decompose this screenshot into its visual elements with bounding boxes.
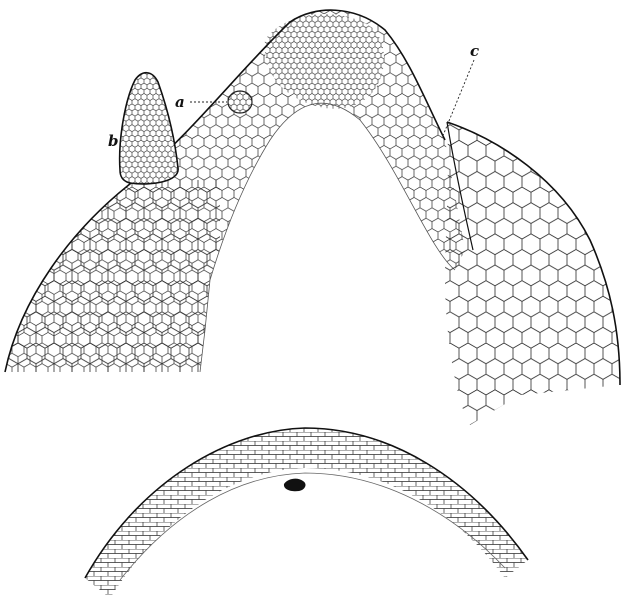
label-c: c	[470, 42, 479, 60]
left-arch-tissue	[0, 0, 470, 380]
lower-section	[80, 420, 540, 605]
right-lobe	[440, 110, 625, 430]
body-b	[115, 65, 185, 190]
upper-section: a b c	[0, 0, 625, 430]
label-a: a	[175, 93, 185, 111]
label-b: b	[108, 132, 119, 150]
lower-dark-cell	[284, 479, 306, 492]
